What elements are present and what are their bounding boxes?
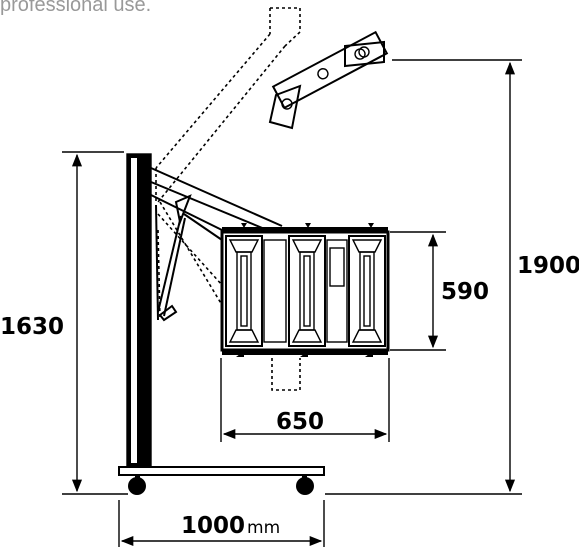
raised-position-outline (155, 7, 301, 391)
caption-text: professional use. (0, 0, 152, 16)
caster-wheel-left (128, 477, 146, 495)
caster-wheel-right (296, 477, 314, 495)
column-height-label: 1630 (0, 314, 64, 340)
dimension-total-height: 1900 (325, 59, 579, 495)
panel-width-label: 650 (276, 409, 324, 435)
dimension-panel-width: 650 (220, 358, 390, 442)
panel-height-label: 590 (441, 279, 489, 305)
reflector-tube-3 (348, 235, 386, 347)
vertical-column (126, 153, 152, 468)
base (118, 466, 325, 479)
dimension-column-height: 1630 (0, 151, 128, 495)
heater-panel (220, 223, 390, 357)
raised-lamp-bracket (268, 40, 385, 130)
total-height-label: 1900 (517, 253, 579, 279)
reflector-tube-2 (288, 235, 326, 347)
dimension-panel-height: 590 (390, 231, 489, 351)
reflector-tube-1 (225, 235, 263, 347)
support-arm (150, 167, 283, 322)
